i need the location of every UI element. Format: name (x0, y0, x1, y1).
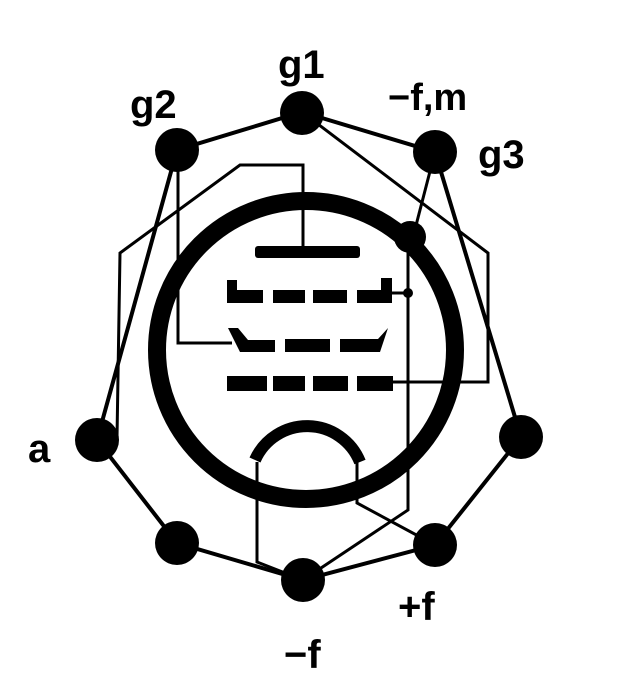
label-g1: g1 (278, 43, 325, 87)
pin-right (499, 415, 543, 459)
label-a: a (28, 427, 51, 471)
cathode-filament (249, 420, 366, 465)
label-g2: g2 (130, 83, 177, 127)
g3-junction (403, 288, 413, 298)
pin-plus-f (413, 523, 457, 567)
grid-2 (228, 328, 388, 352)
label-plus-f: +f (398, 585, 435, 629)
tube-envelope (148, 192, 464, 508)
internal-junction (394, 221, 426, 253)
grid-3 (227, 278, 392, 303)
plate-lead (115, 163, 305, 439)
filament-right-lead (355, 462, 436, 547)
g1-lead (301, 110, 490, 384)
pin-bottom-left (155, 521, 199, 565)
fm-internal-lead (302, 237, 410, 582)
label-g3: g3 (478, 133, 525, 177)
pin-minus-f (281, 558, 325, 602)
pin-g1 (280, 91, 324, 135)
pin-fm (413, 130, 457, 174)
label-fm: −f,m (388, 77, 467, 119)
g2-lead (176, 150, 232, 345)
pin-g2 (155, 128, 199, 172)
plate (255, 246, 360, 258)
pin-a (75, 418, 119, 462)
grid-1 (227, 376, 393, 391)
label-minus-f: −f (284, 633, 321, 677)
